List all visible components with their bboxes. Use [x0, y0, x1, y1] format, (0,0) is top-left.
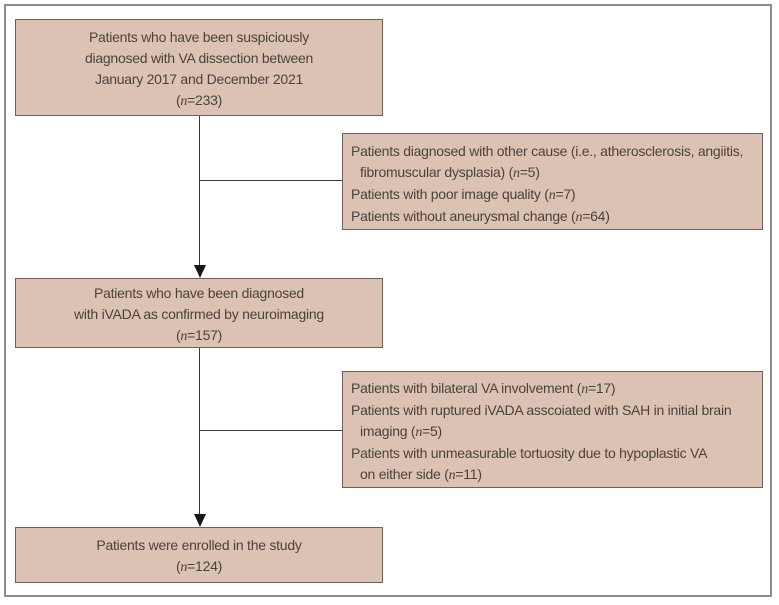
flow-box-exclusion-1: Patients diagnosed with other cause (i.e…: [342, 133, 763, 230]
connector-vertical-2: [199, 348, 200, 515]
flow-box-initial-cohort: Patients who have been suspiciously diagn…: [15, 19, 383, 116]
flow-box-line: Patients with poor image quality (n=7): [351, 186, 576, 203]
flow-box-line: Patients were enrolled in the study: [96, 537, 302, 553]
flow-box-confirmed-ivada: Patients who have been diagnosed with iVA…: [15, 278, 383, 348]
arrow-down-icon: [194, 514, 206, 527]
flow-box-line: (n=233): [175, 92, 223, 109]
connector-branch-exclusion-2: [200, 430, 342, 431]
flow-box-line: (n=157): [175, 327, 223, 344]
flow-box-line: Patients diagnosed with other cause (i.e…: [351, 143, 744, 159]
arrow-down-icon: [194, 265, 206, 278]
flow-box-line: Patients who have been suspiciously: [88, 29, 310, 45]
flow-box-line: imaging (n=5): [360, 423, 442, 440]
flow-box-line: fibromuscular dysplasia) (n=5): [360, 164, 540, 181]
flow-box-line: January 2017 and December 2021: [94, 71, 304, 87]
flow-box-line: Patients with ruptured iVADA asscoiated …: [351, 402, 732, 418]
flow-box-line: Patients with unmeasurable tortuosity du…: [351, 445, 708, 461]
flow-box-line: on either side (n=11): [360, 466, 482, 483]
flow-box-line: (n=124): [175, 558, 223, 575]
flow-box-line: with iVADA as confirmed by neuroimaging: [74, 306, 324, 322]
connector-branch-exclusion-1: [200, 180, 342, 181]
connector-vertical-1: [199, 116, 200, 268]
flow-box-line: Patients without aneurysmal change (n=64…: [351, 208, 610, 225]
flow-box-line: Patients with bilateral VA involvement (…: [351, 380, 616, 397]
flow-box-line: diagnosed with VA dissection between: [84, 50, 314, 66]
flow-box-exclusion-2: Patients with bilateral VA involvement (…: [342, 371, 763, 488]
flow-box-line: Patients who have been diagnosed: [94, 285, 304, 301]
flow-box-enrolled: Patients were enrolled in the study (n=12…: [15, 527, 383, 583]
